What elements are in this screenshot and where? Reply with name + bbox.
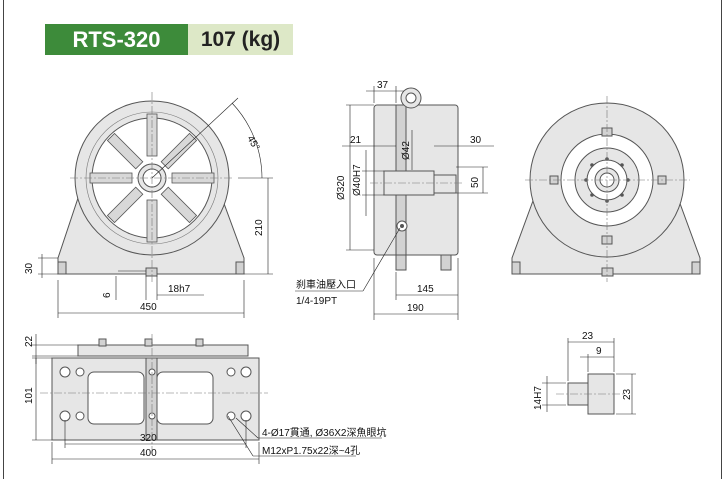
front-view: 45° 210 30 6 18h7 450 (24, 92, 273, 318)
rear-view (511, 96, 701, 282)
brake-oil-thread: 1/4-19PT (296, 296, 337, 307)
dim-23-top: 23 (582, 331, 594, 342)
dim-210: 210 (254, 219, 265, 236)
dim-d320: Ø320 (336, 175, 347, 200)
dim-400: 400 (140, 448, 157, 459)
dim-50: 50 (470, 176, 481, 188)
dim-145: 145 (417, 284, 434, 295)
dim-22: 22 (24, 335, 35, 347)
dim-18h7: 18h7 (168, 284, 191, 295)
dim-30-side: 30 (470, 135, 482, 146)
thread-note: M12xP1.75x22深~4孔 (262, 445, 360, 457)
dim-21: 21 (350, 135, 362, 146)
side-view: 37 21 Ø42 30 Ø320 Ø40H7 50 145 190 (295, 80, 494, 320)
dim-320: 320 (140, 433, 157, 444)
top-view: 22 101 320 400 4-Ø17貫通, Ø36X2深魚眼坑 M12xP1… (24, 334, 386, 464)
drawing-frame (3, 0, 722, 479)
dim-9: 9 (596, 346, 602, 357)
weight-badge: 107 (kg) (188, 24, 293, 55)
hole-note: 4-Ø17貫通, Ø36X2深魚眼坑 (262, 426, 386, 439)
dim-d42: Ø42 (401, 141, 412, 160)
dim-d40h7: Ø40H7 (352, 164, 363, 196)
dim-14h7: 14H7 (533, 386, 544, 410)
dim-30: 30 (24, 262, 35, 274)
dim-23-right: 23 (622, 388, 633, 400)
dim-450: 450 (140, 302, 157, 313)
dim-6: 6 (102, 292, 113, 298)
angle-label: 45° (244, 134, 261, 153)
brake-oil-note: 刹車油壓入口 (296, 278, 356, 291)
dim-101: 101 (24, 387, 35, 404)
dim-37: 37 (377, 80, 389, 91)
model-badge: RTS-320 (45, 24, 188, 55)
dim-190: 190 (407, 303, 424, 314)
key-detail: 23 9 14H7 23 (533, 331, 636, 415)
